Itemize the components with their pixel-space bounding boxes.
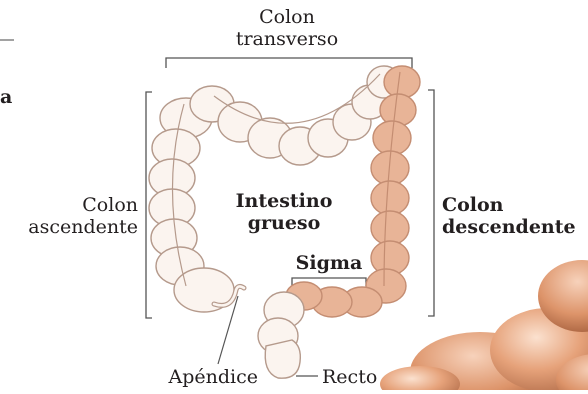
rectum-label: Recto: [322, 366, 392, 388]
sigma-label: Sigma: [290, 252, 368, 274]
zoomed-intestine-detail: [380, 260, 588, 390]
transverse-colon-label: Colon transverso: [212, 6, 362, 50]
appendix-label: Apéndice: [140, 366, 258, 388]
descending-bracket: [428, 90, 434, 316]
ascending-colon-label: Colon ascendente: [0, 194, 138, 238]
transverse-bracket: [166, 58, 412, 68]
descending-colon-label: Colon descendente: [442, 194, 588, 238]
edge-text-fragment: a: [0, 86, 14, 108]
rectum: [258, 292, 304, 378]
transverse-colon: [190, 66, 401, 165]
large-intestine-label: Intestino grueso: [226, 190, 342, 234]
